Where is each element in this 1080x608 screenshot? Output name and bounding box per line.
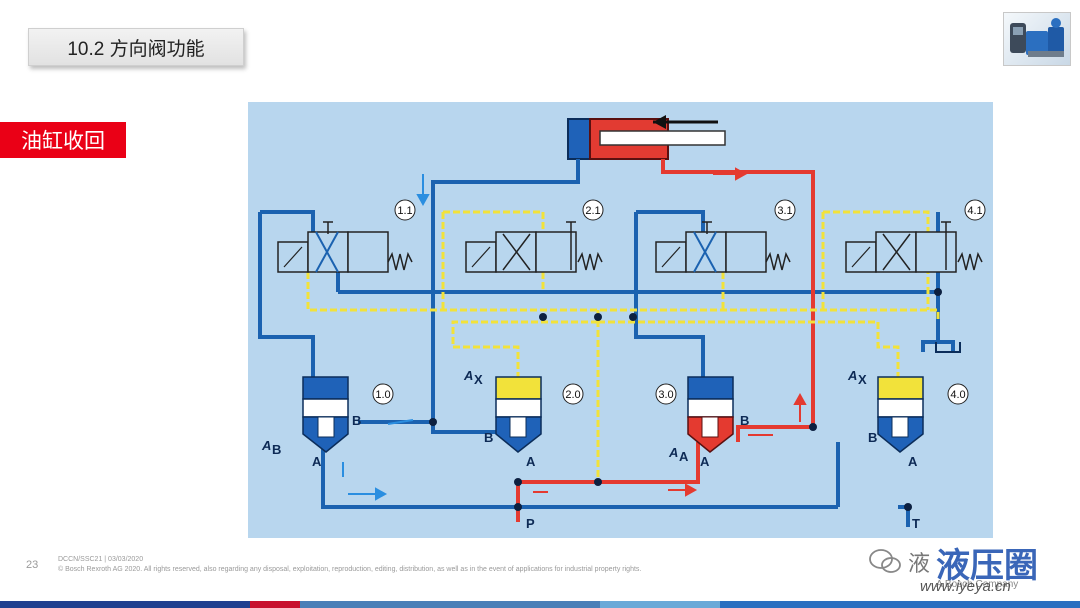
- chat-bubble-icon: [869, 549, 901, 573]
- hydraulic-cylinder: [567, 115, 726, 160]
- pilot-valve-3-1: [655, 199, 796, 273]
- main-valve-1-0: [302, 376, 394, 453]
- slide-title-text: 10.2 方向阀功能: [67, 38, 205, 60]
- port-label: A: [312, 454, 322, 469]
- port-label-p: P: [526, 516, 535, 531]
- hydraulic-circuit-diagram: 1.1 2.1 3.1 4.1 1.0 2.0 3.0 4.0 B A A B …: [248, 102, 993, 538]
- area-label: A: [261, 438, 271, 453]
- area-label-sub: X: [858, 372, 867, 387]
- circuit-svg: 1.1 2.1 3.1 4.1 1.0 2.0 3.0 4.0 B A A B …: [248, 102, 993, 538]
- port-label: B: [352, 413, 361, 428]
- area-label-sub: B: [272, 442, 281, 457]
- pressure-arrows: [533, 167, 807, 497]
- pilot-valve-2-1: [465, 199, 604, 273]
- main-valve-label: 4.0: [950, 389, 965, 401]
- port-label: B: [868, 430, 877, 445]
- product-logo-image: [1003, 12, 1071, 66]
- pilot-lines: [306, 210, 940, 482]
- section-tag: 油缸收回: [0, 122, 126, 158]
- pilot-valve-label: 3.1: [777, 205, 792, 217]
- watermark-brand: 液压圈: [936, 545, 1039, 586]
- area-label-sub: X: [474, 372, 483, 387]
- pilot-valve-1-1: [277, 199, 416, 273]
- watermark-company: A Bosch Company: [936, 579, 1019, 590]
- diagram-background: [248, 102, 993, 538]
- area-label: A: [847, 368, 857, 383]
- watermark: 液 液压圈: [868, 542, 1038, 586]
- main-valve-3-0: [655, 376, 734, 453]
- main-valve-label: 1.0: [375, 389, 390, 401]
- area-label: A: [463, 368, 473, 383]
- watermark-url: www.iyeya.cn: [920, 578, 1011, 595]
- footer-line-2: © Bosch Rexroth AG 2020. All rights rese…: [58, 566, 642, 573]
- bottom-color-strip: [0, 601, 1080, 608]
- watermark-text: 液: [908, 552, 931, 577]
- pilot-valve-label: 4.1: [967, 205, 982, 217]
- main-valve-label: 2.0: [565, 389, 580, 401]
- main-valve-label: 3.0: [658, 389, 673, 401]
- footer-copyright: DCCN/SSC21 | 03/03/2020 © Bosch Rexroth …: [58, 555, 641, 575]
- valve-product-icon: [1010, 18, 1064, 57]
- pilot-valve-label: 2.1: [585, 205, 600, 217]
- main-valve-2-0: [495, 376, 584, 453]
- area-label-sub: A: [679, 449, 689, 464]
- junction-dots: [429, 288, 942, 511]
- port-label: A: [700, 454, 710, 469]
- port-label: A: [908, 454, 918, 469]
- tank-symbol: [935, 342, 961, 353]
- slide-title: 10.2 方向阀功能: [28, 28, 244, 66]
- flow-arrows: [342, 174, 430, 501]
- port-label-t: T: [912, 516, 920, 531]
- port-label: A: [526, 454, 536, 469]
- pilot-valve-4-1: [845, 199, 986, 273]
- page-number: 23: [26, 559, 39, 571]
- pilot-valve-label: 1.1: [397, 205, 412, 217]
- port-label: B: [484, 430, 493, 445]
- section-tag-text: 油缸收回: [21, 129, 105, 153]
- footer-line-1: DCCN/SSC21 | 03/03/2020: [58, 556, 144, 563]
- port-label: B: [740, 413, 749, 428]
- main-valve-4-0: [877, 376, 969, 453]
- area-label: A: [668, 445, 678, 460]
